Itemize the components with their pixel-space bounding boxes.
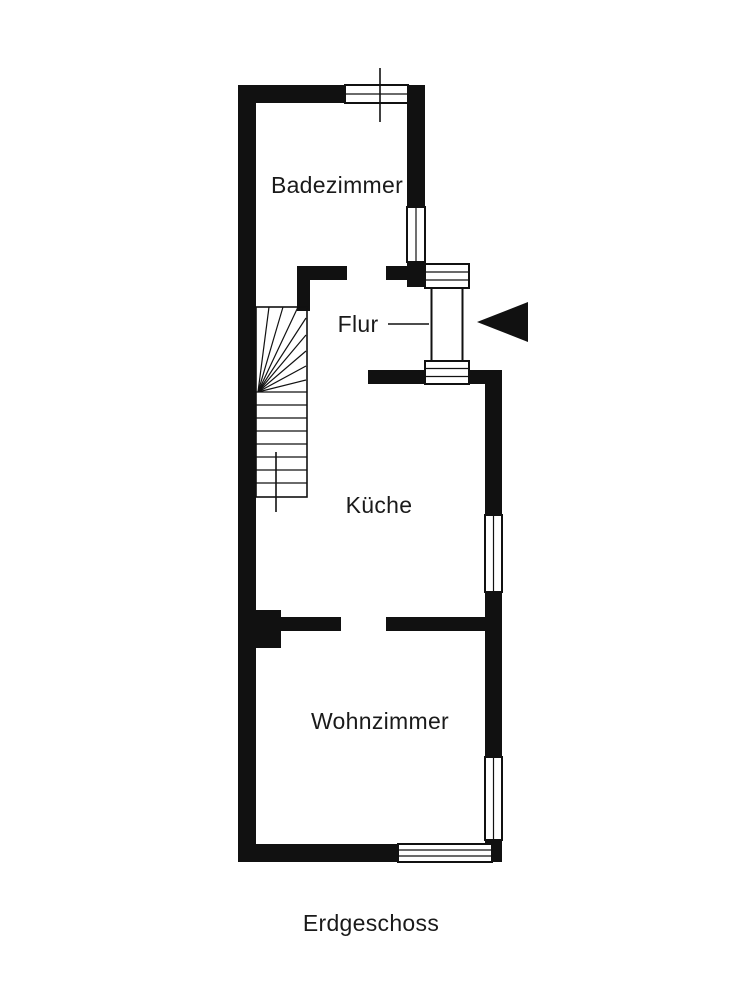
labels: Badezimmer Flur Küche Wohnzimmer Erdgesc… [271,172,449,936]
hallway-stair-wall-stub [297,266,310,311]
chimney-block [238,610,281,648]
lower-right-exterior-wall [485,370,502,862]
kitchen-living-wall-right [386,617,485,631]
room-label-kitchen: Küche [346,492,413,518]
entrance [388,263,528,385]
stair-winder-line [257,317,307,393]
room-label-living-room: Wohnzimmer [311,708,449,734]
entrance-step-bottom [424,360,470,385]
entrance-arrow-icon [477,302,528,342]
stair-winder-line [257,306,284,393]
room-label-bathroom: Badezimmer [271,172,403,198]
stair-winder-line [257,306,299,393]
room-label-hallway: Flur [338,311,379,337]
walls [238,85,502,862]
left-exterior-wall [238,85,256,862]
stair-winder-line [257,350,307,393]
bathroom-hallway-wall-right [386,266,425,280]
floor-title: Erdgeschoss [303,910,439,936]
stair-winder-line [257,334,307,393]
staircase [255,306,308,512]
bottom-window [397,843,493,863]
entrance-step-top [424,263,470,289]
stair-winder-line [257,365,307,393]
stair-winder-line [257,306,270,393]
stair-winder-line [257,379,307,393]
windows [344,68,503,863]
stair-outline [255,306,308,498]
